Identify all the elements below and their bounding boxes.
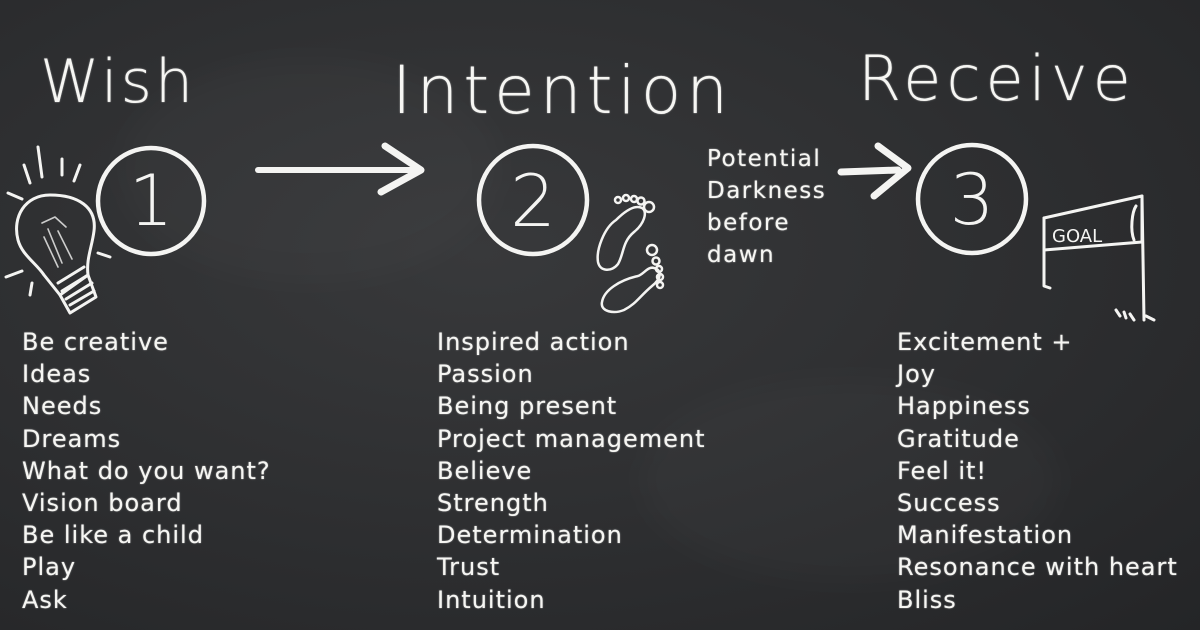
list-item: Ask [22,585,68,614]
list-item: Strength [437,488,549,517]
list-item: Determination [437,521,623,550]
receive-list: Excitement + Joy Happiness Gratitude Fee… [897,326,1178,616]
list-item: What do you want? [22,456,271,485]
step-3-circle: 3 [915,142,1029,256]
list-item: Manifestation [897,521,1074,550]
heading-wish: Wish [40,47,196,117]
list-item: Needs [22,392,103,421]
note-line: Potential [707,146,822,172]
note-line: before [707,210,791,236]
list-item: Feel it! [897,456,988,485]
list-item: Excitement + [897,328,1073,356]
note-potential-darkness: Potential Darkness before dawn [707,143,826,271]
heading-receive: Receive [858,42,1136,115]
list-item: Bliss [897,585,957,614]
list-item: Intuition [437,585,546,614]
intention-list: Inspired action Passion Being present Pr… [437,326,706,616]
list-item: Being present [437,392,618,421]
list-item: Believe [437,456,533,485]
list-item: Play [22,553,77,582]
goal-label: GOAL [1052,226,1102,247]
step-2-number: 2 [510,159,556,243]
step-2-circle: 2 [476,143,590,257]
list-item: Trust [437,553,501,582]
list-item: Passion [437,360,534,389]
list-item: Joy [897,360,936,389]
step-1-number: 1 [129,160,174,242]
footprints-icon [596,193,665,314]
list-item: Vision board [22,488,183,517]
list-item: Ideas [22,360,92,389]
arrow-right-icon [837,142,912,200]
list-item: Project management [437,424,706,453]
step-1-circle: 1 [95,145,207,257]
list-item: Happiness [897,392,1031,421]
lightbulb-icon [4,145,112,315]
list-item: Be like a child [22,521,204,550]
list-item: Resonance with heart [897,553,1178,582]
list-item: Be creative [22,328,169,356]
list-item: Dreams [22,424,122,453]
list-item: Success [897,488,1001,517]
note-line: Darkness [707,178,827,204]
arrow-right-icon [255,142,425,196]
note-line: dawn [707,242,776,268]
wish-list: Be creative Ideas Needs Dreams What do y… [22,326,271,616]
heading-intention: Intention [392,52,734,129]
list-item: Gratitude [897,424,1020,453]
step-3-number: 3 [950,159,995,241]
list-item: Inspired action [437,328,630,356]
goal-flag-icon: GOAL [1042,194,1156,322]
